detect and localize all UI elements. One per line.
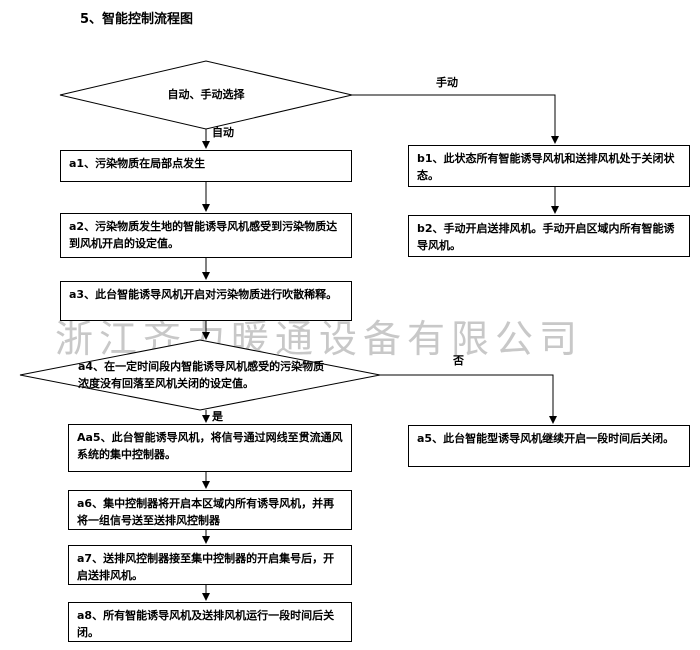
- label-no: 否: [453, 354, 464, 367]
- step-a2: a2、污染物质发生地的智能诱导风机感受到污染物质达到风机开启的设定值。: [60, 213, 352, 258]
- label-manual: 手动: [436, 76, 458, 89]
- decision-threshold-text: a4、在一定时间段内智能诱导风机感受的污染物质浓度没有回落至风机关闭的设定值。: [78, 360, 325, 390]
- step-a7: a7、送排风控制器接至集中控制器的开启集号后，开启送排风机。: [68, 545, 352, 585]
- label-auto: 自动: [212, 126, 234, 139]
- step-b1: b1、此状态所有智能诱导风机和送排风机处于关闭状态。: [408, 145, 690, 187]
- step-a6: a6、集中控制器将开启本区域内所有诱导风机，并再将一组信号送至送排风控制器: [68, 490, 352, 530]
- step-a1: a1、污染物质在局部点发生: [60, 150, 352, 182]
- label-yes: 是: [212, 410, 223, 423]
- step-b2: b2、手动开启送排风机。手动开启区域内所有智能诱导风机。: [408, 215, 690, 257]
- step-aa5: Aa5、此台智能诱导风机，将信号通过网线至贯流通风系统的集中控制器。: [68, 424, 352, 472]
- step-a5: a5、此台智能型诱导风机继续开启一段时间后关闭。: [408, 425, 690, 467]
- page-title: 5、智能控制流程图: [80, 12, 194, 27]
- decision-mode-text: 自动、手动选择: [167, 88, 245, 101]
- step-a8: a8、所有智能诱导风机及送排风机运行一段时间后关闭。: [68, 602, 352, 642]
- step-a3: a3、此台智能诱导风机开启对污染物质进行吹散稀释。: [60, 281, 352, 321]
